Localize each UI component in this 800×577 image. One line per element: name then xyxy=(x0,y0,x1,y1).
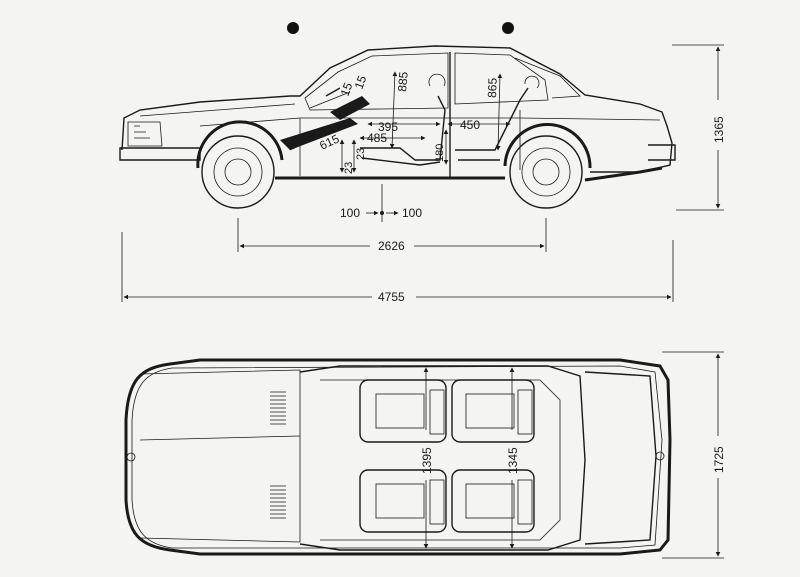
punch-hole-left xyxy=(287,22,299,34)
overall-width-label: 1725 xyxy=(712,446,726,473)
headroom-rear-label: 865 xyxy=(485,77,500,98)
seat-to-pedal-label: 485 xyxy=(367,131,387,145)
car-side-view xyxy=(119,45,676,182)
seat-angle-right-label: 15 xyxy=(352,73,370,91)
rear-shoulder-width-label: 1345 xyxy=(506,447,520,474)
rear-legroom-label: 450 xyxy=(460,118,480,132)
rear-left-seat xyxy=(451,379,535,443)
interior-dimensions xyxy=(289,71,511,173)
overall-height-label: 1365 xyxy=(712,116,726,143)
car-top-view xyxy=(124,358,672,556)
seat-travel-dimension xyxy=(366,184,399,222)
front-wheel xyxy=(201,135,275,209)
seat-height-b-label: 23 xyxy=(355,148,367,160)
rear-wheel xyxy=(509,135,583,209)
overall-width-dimension xyxy=(662,351,724,559)
seat-travel-right-label: 100 xyxy=(402,206,422,220)
overall-length-dimension xyxy=(121,232,674,302)
headroom-front-label: 885 xyxy=(395,71,411,92)
overall-length-label: 4755 xyxy=(378,290,405,304)
seat-depth-label: 395 xyxy=(378,120,398,134)
punch-hole-right xyxy=(502,22,514,34)
front-right-seat xyxy=(359,469,447,533)
overall-height-dimension xyxy=(672,44,724,211)
wheelbase-dimension xyxy=(237,218,547,252)
seat-travel-left-label: 100 xyxy=(340,206,360,220)
rear-right-seat xyxy=(451,469,535,533)
seat-angle-left-label: 15 xyxy=(338,80,356,98)
front-left-seat xyxy=(359,379,447,443)
front-shoulder-width-label: 1395 xyxy=(420,447,434,474)
wheelbase-label: 2626 xyxy=(378,239,405,253)
cushion-height-label: 180 xyxy=(434,144,446,162)
seat-height-a-label: 23 xyxy=(343,162,355,174)
